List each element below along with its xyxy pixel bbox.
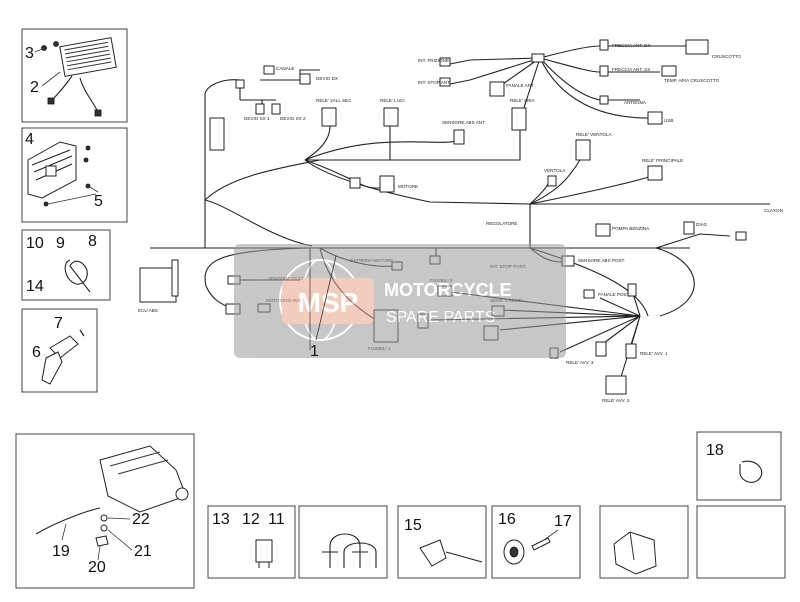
panel-clamp[interactable] bbox=[696, 431, 782, 501]
panel-cable-clip[interactable] bbox=[298, 505, 388, 579]
label-devio-sx-2: DEVIO SX 2 bbox=[280, 116, 306, 121]
callout-10: 10 bbox=[26, 235, 44, 252]
callout-12: 12 bbox=[242, 511, 260, 528]
watermark-line2: SPARE PARTS bbox=[386, 309, 495, 326]
panel-ecu[interactable] bbox=[21, 127, 128, 223]
callout-16: 16 bbox=[498, 511, 516, 528]
callout-3: 3 bbox=[25, 45, 34, 62]
label-antenna: ANTENNA bbox=[624, 100, 647, 105]
callout-8: 8 bbox=[88, 233, 97, 250]
label-temp-aria: TEMP. ARIA CRUSCOTTO bbox=[664, 78, 720, 83]
label-fanale-post: FANALE POST. bbox=[598, 292, 630, 297]
panel-socket[interactable] bbox=[491, 505, 581, 579]
label-sensore-abs-post: SENSORE ABS POST. bbox=[578, 258, 625, 263]
panel-connector[interactable] bbox=[397, 505, 487, 579]
panel-starter-motor[interactable] bbox=[15, 433, 195, 589]
watermark-line1: MOTORCYCLE bbox=[384, 280, 512, 300]
label-canale: CANALE bbox=[276, 66, 294, 71]
panel-fuses[interactable] bbox=[207, 505, 296, 579]
panel-voltage-regulator[interactable] bbox=[21, 28, 128, 123]
watermark-logo: MSP bbox=[298, 287, 359, 318]
panel-relay-holder[interactable] bbox=[599, 505, 689, 579]
label-claxon: CLAXON bbox=[764, 208, 783, 213]
label-freccia-ant-dx: FRECCIA ANT. DX bbox=[612, 43, 651, 48]
label-usb: USB bbox=[664, 118, 673, 123]
callout-1: 1 bbox=[310, 343, 319, 360]
label-rele-avv-2: RELE' AVV. 2 bbox=[602, 398, 630, 403]
callout-4: 4 bbox=[25, 131, 34, 148]
label-rele-avv-3: RELE' AVV. 3 bbox=[566, 360, 594, 365]
label-ecu-abs: ECU ABS bbox=[138, 308, 158, 313]
label-int-frizione: INT. FRIZIONE bbox=[418, 58, 449, 63]
label-rele-sec: RELE' 2ALL SEC bbox=[316, 98, 352, 103]
callout-2: 2 bbox=[30, 79, 39, 96]
callout-21: 21 bbox=[134, 543, 152, 560]
label-devio-dx: DEVIO DX bbox=[316, 76, 338, 81]
callout-18: 18 bbox=[706, 442, 724, 459]
callout-6: 6 bbox=[32, 344, 41, 361]
panel-strap[interactable] bbox=[696, 505, 786, 579]
panel-cable-ties[interactable] bbox=[21, 229, 111, 301]
callout-9: 9 bbox=[56, 235, 65, 252]
label-rele-avv-1: RELE' AVV. 1 bbox=[640, 351, 668, 356]
label-rele-luci: RELE' LUCI bbox=[380, 98, 405, 103]
panel-ignition-coil[interactable] bbox=[21, 308, 98, 393]
label-rele-ventola: RELE' VENTOLA bbox=[576, 132, 612, 137]
callout-5: 5 bbox=[94, 193, 103, 210]
callout-7: 7 bbox=[54, 315, 63, 332]
label-int-stop-ant: INT. STOP ANT. bbox=[418, 80, 451, 85]
label-rele-aria: RELE' ARIA bbox=[510, 98, 536, 103]
label-motore: MOTORE bbox=[398, 184, 418, 189]
label-ventola: VENTOLA bbox=[544, 168, 566, 173]
label-cruscotto: CRUSCOTTO bbox=[712, 54, 741, 59]
callout-15: 15 bbox=[404, 517, 422, 534]
callout-11: 11 bbox=[268, 511, 285, 528]
callout-19: 19 bbox=[52, 543, 70, 560]
label-freccia-ant-sx: FRECCIA ANT. SX bbox=[612, 67, 650, 72]
label-devio-sx-1: DEVIO SX 1 bbox=[244, 116, 270, 121]
label-pompa-benzina: POMPA BENZINA bbox=[612, 226, 650, 231]
watermark: MSP MOTORCYCLE SPARE PARTS bbox=[234, 244, 566, 358]
label-sensore-abs-ant: SENSORE ABS ANT. bbox=[442, 120, 486, 125]
callout-22: 22 bbox=[132, 511, 150, 528]
callout-14: 14 bbox=[26, 278, 44, 295]
label-diag: DIAG bbox=[696, 222, 708, 227]
callout-20: 20 bbox=[88, 559, 106, 576]
label-fanale-ant: FANALE ANT. bbox=[506, 83, 535, 88]
callout-13: 13 bbox=[212, 511, 230, 528]
label-regolatore: REGOLATORE bbox=[486, 221, 517, 226]
callout-17: 17 bbox=[554, 513, 572, 530]
label-rele-principale: RELE' PRINCIPALE bbox=[642, 158, 683, 163]
